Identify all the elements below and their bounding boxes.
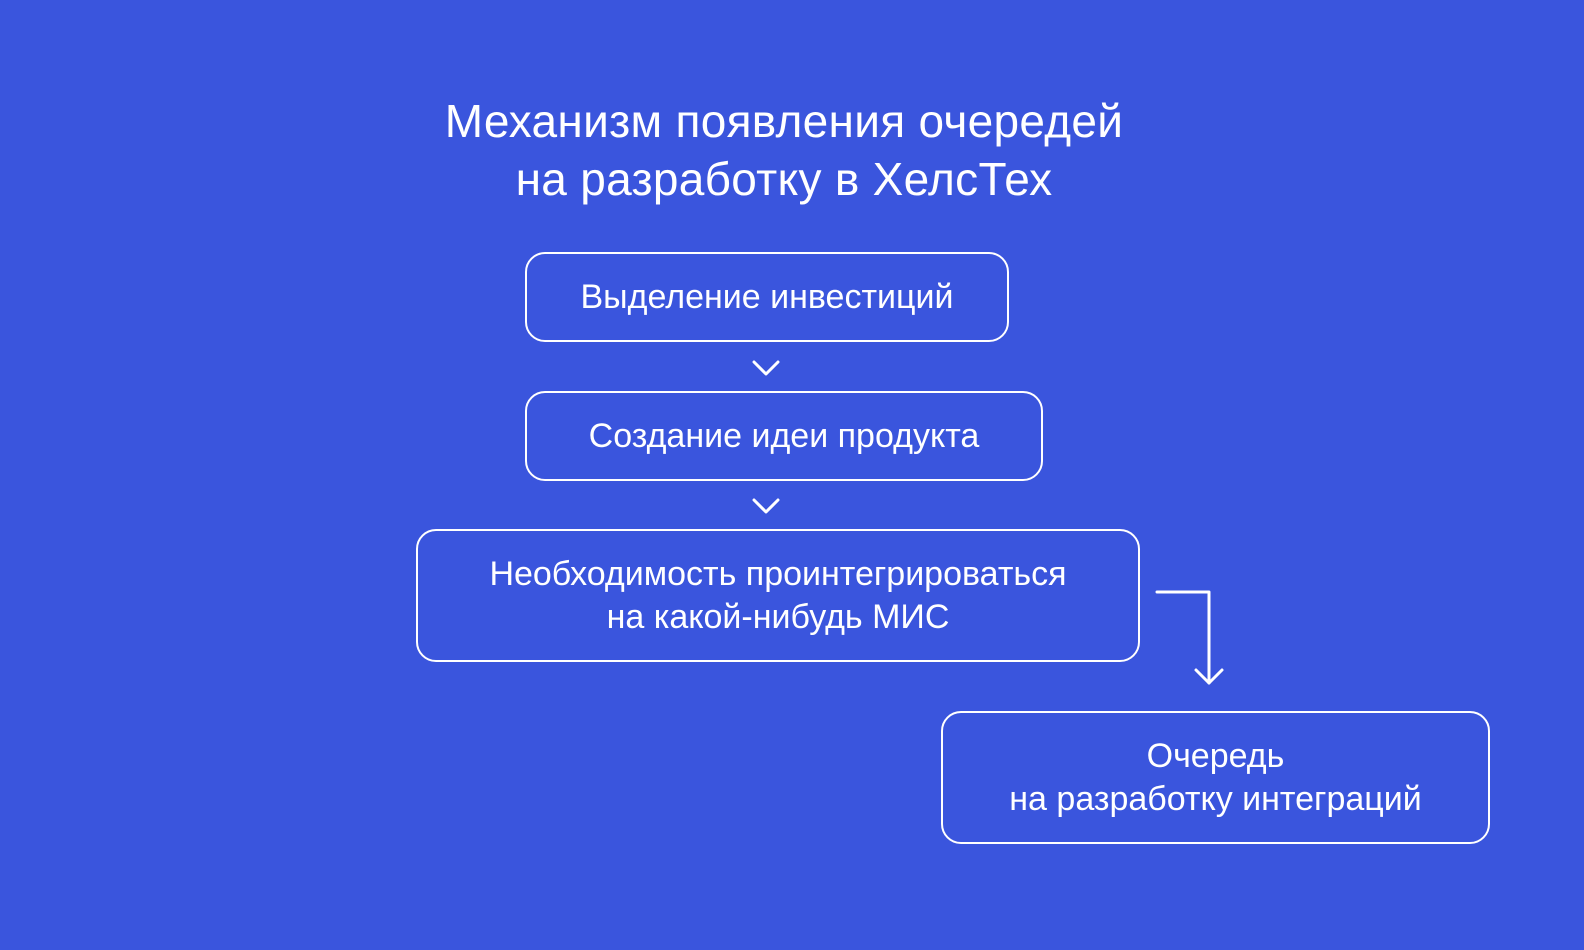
arrow-down-icon: [752, 360, 780, 376]
diagram-title-line-1: Механизм появления очередей: [444, 95, 1124, 147]
arrow-down-icon: [752, 498, 780, 514]
arrow-down-icon: [1194, 668, 1224, 685]
node-investment-label: Выделение инвестиций: [580, 277, 954, 316]
node-integration-need-label-line-1: Необходимость проинтегрироваться: [489, 554, 1067, 593]
node-investment: Выделение инвестиций: [525, 252, 1009, 342]
node-integration-need: Необходимость проинтегрироваться на како…: [416, 529, 1140, 662]
node-integration-queue: Очередь на разработку интеграций: [941, 711, 1490, 844]
node-product-idea-label: Создание идеи продукта: [588, 416, 980, 455]
elbow-arrow-icon: [1155, 590, 1211, 685]
node-integration-queue-label-line-1: Очередь: [1146, 736, 1285, 775]
node-integration-queue-label-line-2: на разработку интеграций: [1009, 779, 1422, 818]
diagram-title: Механизм появления очередей на разработк…: [0, 92, 1568, 208]
node-product-idea: Создание идеи продукта: [525, 391, 1043, 481]
node-integration-need-label-line-2: на какой-нибудь МИС: [606, 597, 950, 636]
diagram-title-line-2: на разработку в ХелсТех: [515, 153, 1053, 205]
